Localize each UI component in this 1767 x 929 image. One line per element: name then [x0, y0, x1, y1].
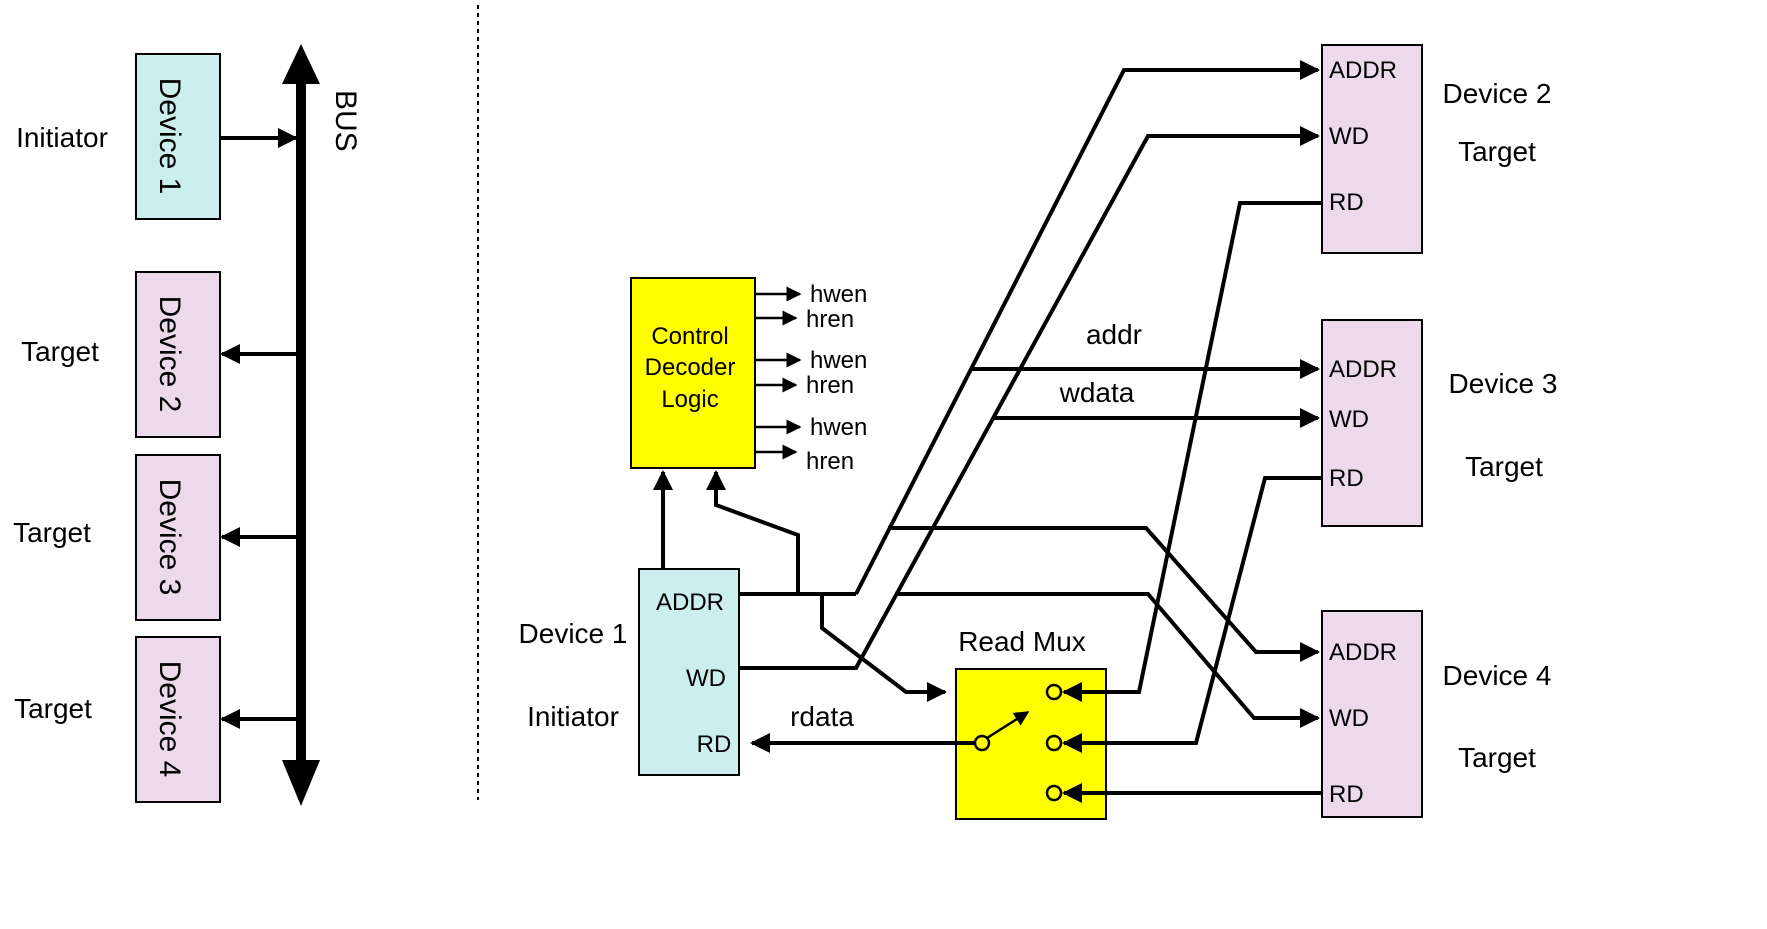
signal-wdata-label: wdata: [1059, 377, 1135, 408]
target-4-port-addr: ADDR: [1329, 639, 1397, 666]
left-device-1-label: Device 1: [153, 78, 186, 195]
control-decoder-line-3: Logic: [661, 386, 718, 413]
initiator-port-addr: ADDR: [656, 589, 724, 616]
target-2-port-rd: RD: [1329, 189, 1364, 216]
left-device-1: Device 1 Initiator: [16, 53, 298, 220]
right-initiator-role: Initiator: [527, 701, 619, 732]
control-decoder-box: [630, 277, 756, 469]
initiator-port-rd: RD: [697, 731, 732, 758]
left-device-3-box: [135, 454, 221, 621]
left-device-4-role: Target: [14, 693, 92, 724]
target-4-port-rd: RD: [1329, 781, 1364, 808]
rd-device-2-to-mux: [1062, 201, 1322, 702]
left-panel: BUS Device 1 Initiator Device 2 Target D…: [13, 44, 362, 806]
target-2-name: Device 2: [1443, 78, 1552, 109]
left-device-4-label: Device 4: [153, 661, 186, 778]
target-2-port-wd: WD: [1329, 123, 1369, 150]
target-4-role: Target: [1458, 742, 1536, 773]
right-initiator-name: Device 1: [519, 618, 628, 649]
left-device-2-role: Target: [21, 336, 99, 367]
control-decoder-line-1: Control: [651, 323, 728, 350]
wires: [653, 60, 1322, 803]
right-initiator-box: [638, 568, 740, 776]
control-decoder-line-2: Decoder: [645, 354, 736, 381]
left-device-3: Device 3 Target: [13, 454, 296, 621]
bus-label: BUS: [329, 90, 362, 152]
target-3-port-rd: RD: [1329, 465, 1364, 492]
bus-arrow-top: [282, 44, 320, 84]
decoder-out-label-4: hren: [806, 372, 854, 399]
bus-arrow-bottom: [282, 760, 320, 806]
decoder-out-label-3: hwen: [810, 347, 867, 374]
addr-to-device-4: [888, 526, 1320, 662]
left-device-4: Device 4 Target: [14, 636, 296, 803]
target-device-3: ADDR WD RD Device 3 Target: [1321, 319, 1558, 527]
addr-to-read-mux: [820, 594, 947, 702]
left-device-3-role: Target: [13, 517, 91, 548]
mux-input-3-contact: [1045, 784, 1063, 802]
bus: BUS: [282, 44, 362, 806]
signal-addr-label: addr: [1086, 319, 1142, 350]
target-2-port-addr: ADDR: [1329, 57, 1397, 84]
mux-input-2-contact: [1045, 734, 1063, 752]
target-4-name: Device 4: [1443, 660, 1552, 691]
control-decoder: Control Decoder Logic hwen hren hwen hre…: [630, 277, 867, 475]
initiator-port-wd: WD: [686, 665, 726, 692]
addr-to-decoder-2: [706, 470, 800, 594]
left-device-2-box: [135, 271, 221, 438]
bus-line: [296, 82, 306, 762]
target-3-port-addr: ADDR: [1329, 356, 1397, 383]
target-3-name: Device 3: [1449, 368, 1558, 399]
target-2-role: Target: [1458, 136, 1536, 167]
right-panel: Control Decoder Logic hwen hren hwen hre…: [519, 44, 1558, 820]
right-initiator: ADDR WD RD Device 1 Initiator: [519, 568, 740, 776]
target-device-2: ADDR WD RD Device 2 Target: [1321, 44, 1552, 254]
decoder-out-label-1: hwen: [810, 281, 867, 308]
left-device-2-label: Device 2: [153, 296, 186, 413]
addr-to-device-2: [854, 60, 1320, 595]
mux-input-1-contact: [1045, 683, 1063, 701]
target-device-4-box: [1321, 610, 1423, 818]
left-device-1-role: Initiator: [16, 122, 108, 153]
mux-switch-arm: [986, 710, 1030, 740]
read-mux-label: Read Mux: [958, 626, 1086, 657]
decoder-out-label-2: hren: [806, 306, 854, 333]
target-4-port-wd: WD: [1329, 705, 1369, 732]
target-device-3-box: [1321, 319, 1423, 527]
left-device-4-box: [135, 636, 221, 803]
signal-rdata-label: rdata: [790, 701, 854, 732]
wd-to-device-2: [739, 126, 1320, 670]
rd-device-3-to-mux: [1062, 476, 1322, 753]
left-device-1-box: [135, 53, 221, 220]
target-device-2-box: [1321, 44, 1423, 254]
decoder-out-label-5: hwen: [810, 414, 867, 441]
target-3-port-wd: WD: [1329, 406, 1369, 433]
left-device-3-label: Device 3: [153, 479, 186, 596]
target-device-4: ADDR WD RD Device 4 Target: [1321, 610, 1552, 818]
read-mux: Read Mux: [955, 626, 1107, 820]
left-device-2: Device 2 Target: [21, 271, 296, 438]
wd-to-device-4: [898, 592, 1320, 728]
decoder-out-label-6: hren: [806, 448, 854, 475]
target-3-role: Target: [1465, 451, 1543, 482]
